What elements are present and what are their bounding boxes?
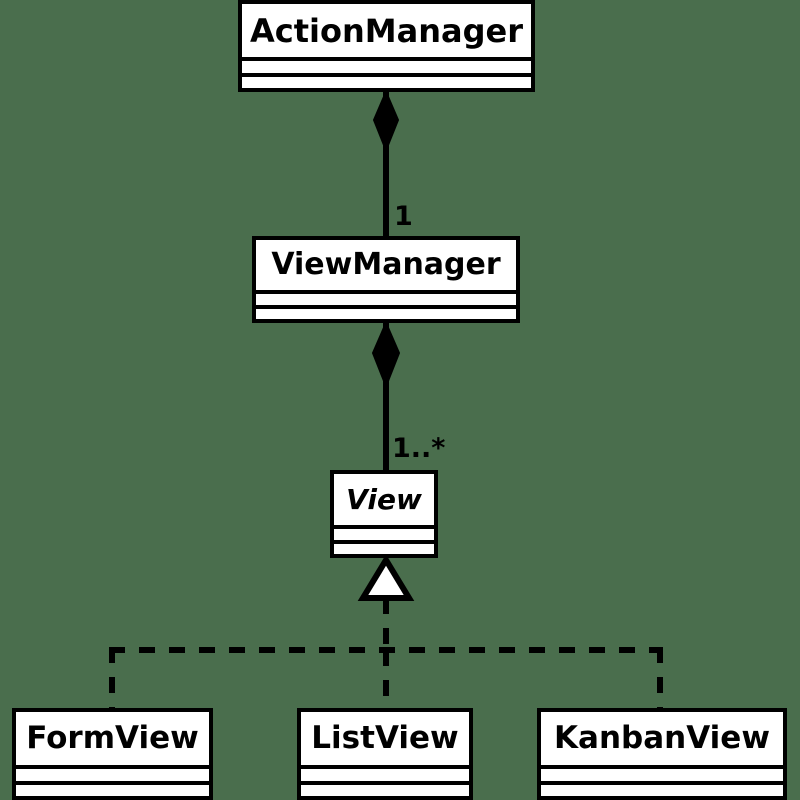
composition-diamond-icon xyxy=(371,320,401,389)
operations-compartment-form-view xyxy=(16,780,209,796)
operations-compartment-list-view xyxy=(301,780,469,796)
operations-compartment-kanban-view xyxy=(541,780,783,796)
multiplicity-label-viewmanager-view: 1..* xyxy=(392,433,446,464)
multiplicity-label-actionmanager-viewmanager: 1 xyxy=(394,201,413,232)
operations-compartment-action-manager xyxy=(242,72,531,88)
class-box-kanban-view[interactable]: KanbanView xyxy=(537,708,787,800)
attributes-compartment-action-manager xyxy=(242,57,531,72)
composition-diamond-icon xyxy=(372,89,400,153)
attributes-compartment-form-view xyxy=(16,765,209,780)
class-box-view-manager[interactable]: ViewManager xyxy=(252,236,520,323)
attributes-compartment-kanban-view xyxy=(541,765,783,780)
class-box-list-view[interactable]: ListView xyxy=(297,708,473,800)
class-name-view-manager: ViewManager xyxy=(271,247,501,283)
class-name-form-view: FormView xyxy=(26,720,199,757)
attributes-compartment-view xyxy=(334,525,434,539)
generalization-triangle-icon xyxy=(357,554,415,601)
class-name-action-manager: ActionManager xyxy=(250,11,523,50)
operations-compartment-view-manager xyxy=(256,304,516,319)
class-name-kanban-view: KanbanView xyxy=(554,720,770,757)
operations-compartment-view xyxy=(334,539,434,554)
attributes-compartment-list-view xyxy=(301,765,469,780)
edge-realization-to-view xyxy=(109,554,663,710)
class-name-list-view: ListView xyxy=(311,720,459,757)
class-box-form-view[interactable]: FormView xyxy=(12,708,213,800)
class-name-view: View xyxy=(346,482,422,516)
class-box-action-manager[interactable]: ActionManager xyxy=(238,0,535,92)
attributes-compartment-view-manager xyxy=(256,290,516,304)
class-box-view[interactable]: View xyxy=(330,470,438,558)
